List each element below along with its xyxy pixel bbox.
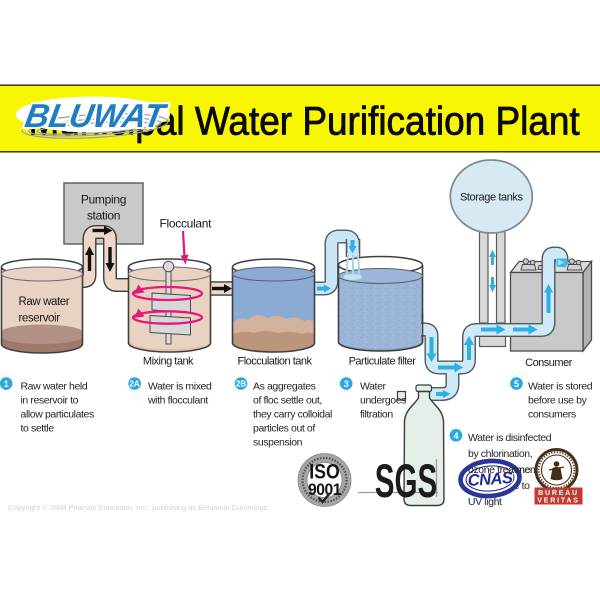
svg-text:BUREAU: BUREAU (538, 490, 579, 497)
svg-text:Copyright © 2004 Pearson Educa: Copyright © 2004 Pearson Education, Inc.… (8, 503, 268, 512)
svg-text:Flocculant: Flocculant (160, 217, 213, 231)
svg-text:5: 5 (514, 379, 519, 389)
svg-text:4: 4 (453, 431, 458, 441)
svg-text:Raw water: Raw water (19, 296, 70, 308)
svg-text:2A: 2A (129, 380, 139, 389)
svg-text:UV light: UV light (468, 496, 502, 508)
svg-text:1: 1 (4, 379, 9, 389)
svg-text:reservoir: reservoir (19, 313, 61, 325)
svg-text:ozone treatment,: ozone treatment, (468, 464, 540, 476)
svg-text:Consumer: Consumer (525, 357, 573, 369)
svg-text:CNAS: CNAS (467, 469, 513, 490)
svg-text:BLUWAT: BLUWAT (22, 98, 170, 135)
svg-text:Pumping: Pumping (81, 193, 126, 207)
svg-text:SGS: SGS (375, 455, 438, 508)
svg-text:Storage tanks: Storage tanks (460, 192, 524, 204)
svg-text:Particulate filter: Particulate filter (349, 356, 417, 368)
svg-text:3: 3 (344, 379, 349, 389)
svg-text:VERITAS: VERITAS (537, 498, 579, 505)
svg-text:2B: 2B (236, 380, 246, 389)
svg-text:9001: 9001 (308, 481, 341, 499)
svg-text:station: station (87, 209, 120, 223)
svg-text:ISO: ISO (309, 460, 339, 484)
svg-text:Mixing tank: Mixing tank (143, 356, 194, 368)
svg-text:Flocculation tank: Flocculation tank (237, 356, 312, 368)
